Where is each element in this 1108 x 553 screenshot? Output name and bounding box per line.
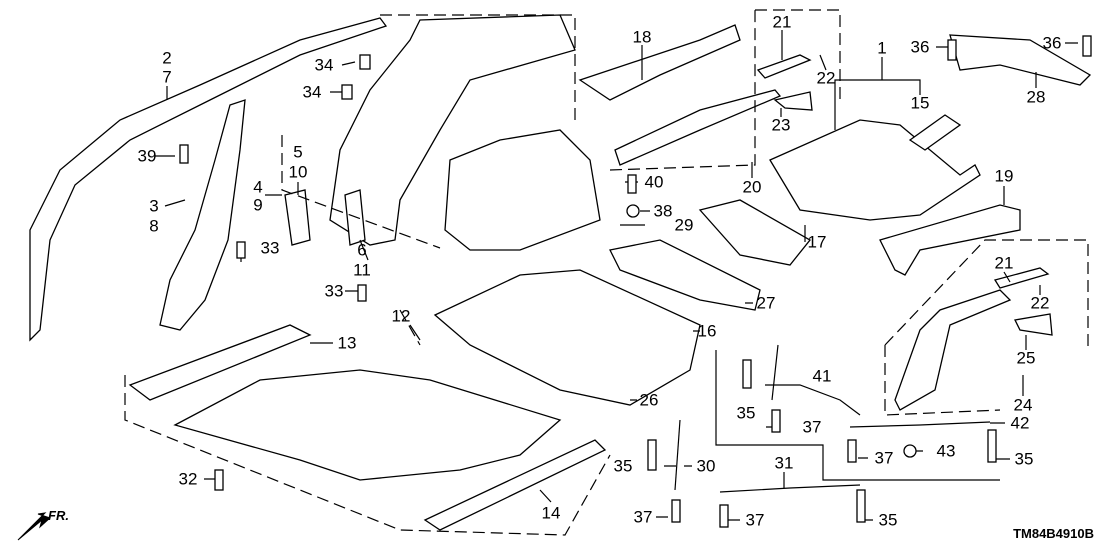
wheelhouse-inner (444, 129, 601, 251)
callout-34: 34 (302, 82, 322, 102)
callout-12: 12 (391, 306, 411, 326)
callout-13: 13 (337, 333, 357, 353)
callout-27: 27 (756, 293, 776, 313)
frame-20-assy (614, 89, 782, 166)
bracket-5-10 (284, 189, 311, 246)
callout-8: 8 (149, 216, 159, 236)
part-25 (1014, 313, 1053, 336)
callout-24: 24 (1013, 395, 1033, 415)
callout-31: 31 (774, 453, 794, 473)
part-21b (993, 267, 1050, 289)
callout-34: 34 (314, 55, 334, 75)
stay-mid (771, 344, 779, 401)
callout-20: 20 (742, 177, 762, 197)
frame-18 (578, 24, 741, 101)
callout-41: 41 (812, 366, 832, 386)
pillar-inner (159, 99, 246, 331)
callout-21: 21 (994, 253, 1014, 273)
callout-2: 2 (162, 48, 172, 68)
callout-6: 6 (357, 240, 367, 260)
callout-15: 15 (910, 93, 930, 113)
callout-5: 5 (293, 142, 303, 162)
part-21a (756, 54, 812, 79)
callout-1: 1 (877, 38, 887, 58)
callout-35: 35 (878, 510, 898, 530)
front-direction-label: FR. (48, 508, 69, 523)
callout-4: 4 (253, 177, 263, 197)
callout-37: 37 (745, 510, 765, 530)
rear-wheelhouse (329, 14, 576, 246)
group-box-frame (609, 9, 841, 171)
front-floor (173, 369, 562, 481)
callout-22: 22 (816, 68, 836, 88)
callout-10: 10 (288, 162, 308, 182)
callout-3: 3 (149, 196, 159, 216)
side-sill-13 (128, 324, 312, 401)
callout-16: 16 (697, 321, 717, 341)
group-box-rear-frame (884, 239, 1089, 416)
callout-37: 37 (874, 448, 894, 468)
middle-floor (433, 269, 701, 406)
callout-28: 28 (1026, 87, 1046, 107)
callout-38: 38 (653, 201, 673, 221)
bracket-6-11 (344, 189, 366, 246)
callout-32: 32 (178, 469, 198, 489)
callout-43: 43 (936, 441, 956, 461)
callout-35: 35 (613, 456, 633, 476)
callout-25: 25 (1016, 348, 1036, 368)
callout-22: 22 (1030, 293, 1050, 313)
callout-35: 35 (736, 403, 756, 423)
callout-17: 17 (807, 232, 827, 252)
callout-37: 37 (802, 417, 822, 437)
callout-23: 23 (771, 115, 791, 135)
callout-33: 33 (324, 281, 344, 301)
callout-18: 18 (632, 27, 652, 47)
rear-panel-17 (698, 199, 811, 266)
callout-42: 42 (1010, 413, 1030, 433)
callout-29: 29 (674, 215, 694, 235)
callout-37: 37 (633, 507, 653, 527)
bolts (179, 35, 1092, 528)
crossmember-28 (949, 34, 1092, 86)
side-sill-14 (423, 439, 607, 531)
callout-30: 30 (696, 456, 716, 476)
callout-39: 39 (137, 146, 157, 166)
group-box-floor (124, 309, 611, 536)
group-box-stays (715, 350, 1000, 481)
callout-36: 36 (910, 37, 930, 57)
rear-floor (769, 119, 981, 221)
callout-7: 7 (162, 67, 172, 87)
callout-9: 9 (253, 195, 263, 215)
callout-26: 26 (639, 390, 659, 410)
callout-33: 33 (260, 238, 280, 258)
callout-36: 36 (1042, 33, 1062, 53)
crossmember-27 (609, 239, 761, 311)
part-23 (773, 91, 813, 111)
stay-30 (674, 419, 681, 491)
callout-14: 14 (541, 503, 561, 523)
bracket-15 (908, 114, 962, 151)
frame-24 (894, 289, 1012, 411)
callout-35: 35 (1014, 449, 1034, 469)
callout-19: 19 (994, 166, 1014, 186)
callout-21: 21 (772, 12, 792, 32)
group-box-wheelhouse (281, 14, 576, 249)
stay-42 (849, 421, 991, 428)
callout-40: 40 (644, 172, 664, 192)
front-arrow-icon (17, 512, 51, 541)
stay-31 (719, 484, 861, 493)
roof-side-rail (29, 17, 388, 342)
callout-11: 11 (353, 260, 371, 280)
frame-19 (879, 204, 1021, 276)
stay-41 (765, 384, 861, 416)
diagram-code: TM84B4910B (1013, 526, 1094, 541)
